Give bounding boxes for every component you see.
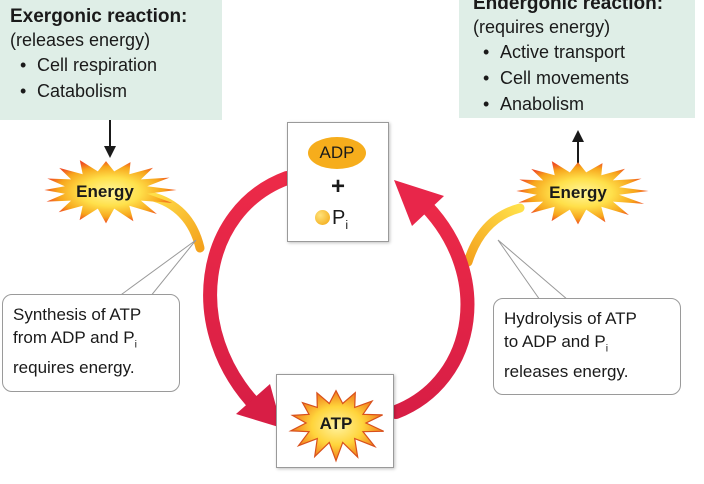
cycle-arrow-left [203, 171, 294, 428]
adp-pi-box: ADP + Pi [287, 122, 389, 242]
list-item: Active transport [483, 39, 685, 65]
hydrolysis-callout: Hydrolysis of ATP to ADP and Pi releases… [493, 298, 681, 395]
cycle-arrow-right [389, 180, 475, 419]
synthesis-callout: Synthesis of ATP from ADP and Pi require… [2, 294, 180, 392]
adp-molecule: ADP [308, 137, 366, 169]
phosphate-label: Pi [315, 207, 348, 232]
list-item: Cell respiration [20, 52, 212, 78]
callout-right-pointer [497, 239, 570, 301]
endergonic-title: Endergonic reaction: [473, 0, 664, 14]
list-item: Cell movements [483, 65, 685, 91]
callout-line: to ADP and Pi [504, 332, 609, 355]
list-item: Anabolism [483, 91, 685, 117]
energy-glow-left [145, 191, 205, 253]
endergonic-subtitle: (requires energy) [473, 17, 611, 37]
energy-burst-right [516, 161, 649, 225]
atp-burst: ATP [288, 389, 384, 463]
energy-glow-right [463, 203, 525, 267]
list-item: Catabolism [20, 78, 212, 104]
exergonic-panel: Exergonic reaction: (releases energy) Ce… [0, 0, 222, 120]
up-arrow-icon [572, 130, 584, 165]
endergonic-list: Active transport Cell movements Anabolis… [473, 39, 685, 117]
callout-line: releases energy. [504, 362, 629, 382]
callout-left-pointer [116, 239, 197, 298]
callout-line: requires energy. [13, 358, 135, 378]
callout-line: from ADP and Pi [13, 328, 137, 351]
down-arrow-icon [104, 120, 116, 158]
endergonic-panel: Endergonic reaction: (requires energy) A… [459, 0, 695, 118]
atp-box: ATP [276, 374, 394, 468]
exergonic-title: Exergonic reaction: [10, 6, 188, 27]
adp-label: ADP [319, 143, 355, 162]
callout-line: Hydrolysis of ATP [504, 309, 637, 328]
energy-label-right: Energy [549, 183, 607, 202]
exergonic-subtitle: (releases energy) [10, 30, 151, 50]
energy-burst-left [44, 160, 177, 224]
plus-sign: + [330, 173, 345, 200]
atp-label: ATP [320, 414, 353, 433]
exergonic-list: Cell respiration Catabolism [10, 52, 212, 104]
phosphate-dot-icon [315, 210, 330, 225]
energy-label-left: Energy [76, 182, 134, 201]
callout-line: Synthesis of ATP [13, 305, 142, 324]
